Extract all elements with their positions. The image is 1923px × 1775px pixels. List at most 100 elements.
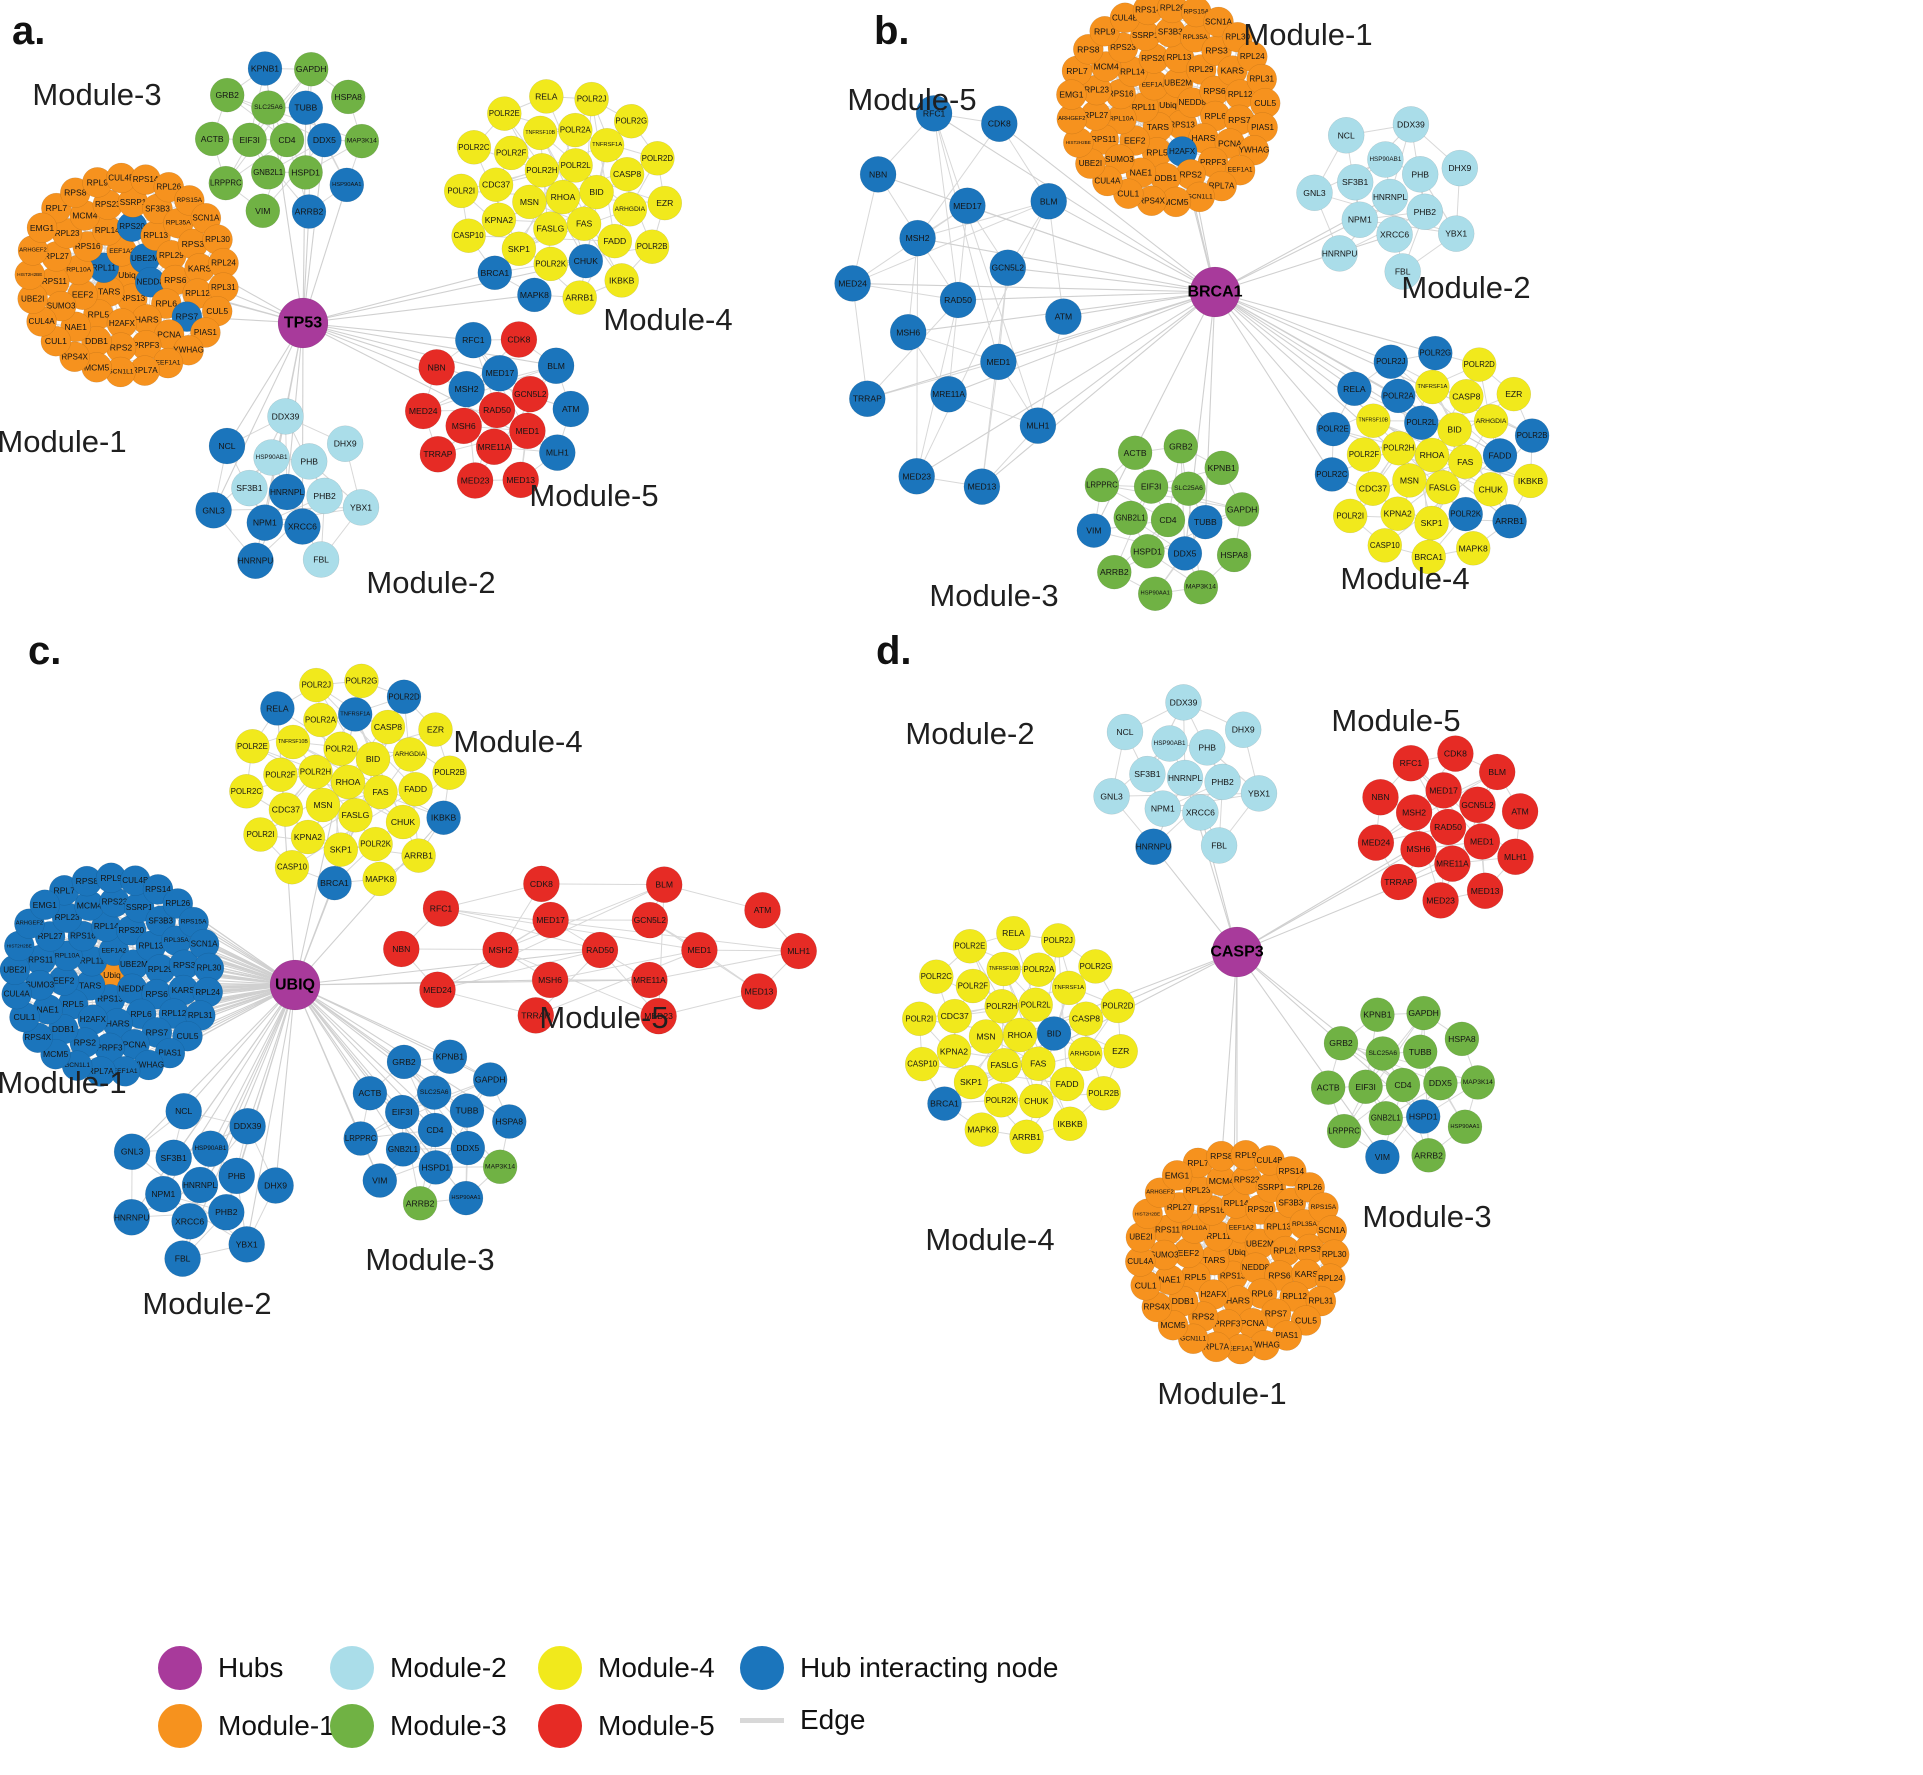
node-POLR2J[interactable]: POLR2J <box>1373 344 1409 379</box>
gene-node-circle[interactable] <box>1332 498 1368 534</box>
node-MSH6[interactable]: MSH6 <box>531 961 569 999</box>
node-TNFRSF10B[interactable]: TNFRSF10B <box>522 115 558 151</box>
gene-node-circle[interactable] <box>330 79 366 115</box>
node-YBX1[interactable]: YBX1 <box>342 489 380 526</box>
node-NBN[interactable]: NBN <box>1362 778 1399 816</box>
gene-node-circle[interactable] <box>1113 500 1148 536</box>
gene-node-circle[interactable] <box>545 179 581 215</box>
gene-node-circle[interactable] <box>1441 149 1479 187</box>
node-GCN5L2[interactable]: GCN5L2 <box>989 249 1027 286</box>
node-DDX5[interactable]: DDX5 <box>307 122 342 158</box>
node-XRCC6[interactable]: XRCC6 <box>284 508 321 545</box>
node-HNRNPL[interactable]: HNRNPL <box>1371 178 1409 216</box>
node-POLR2B[interactable]: POLR2B <box>634 229 670 264</box>
node-ARRB2[interactable]: ARRB2 <box>402 1186 438 1221</box>
node-POLR2H[interactable]: POLR2H <box>524 153 560 188</box>
node-POLR2J[interactable]: POLR2J <box>1040 923 1076 958</box>
node-CASP8[interactable]: CASP8 <box>1068 1001 1104 1036</box>
node-CDC37[interactable]: CDC37 <box>268 792 304 827</box>
node-POLR2K[interactable]: POLR2K <box>1448 496 1483 532</box>
node-IKBKB[interactable]: IKBKB <box>1052 1106 1088 1142</box>
node-FADD[interactable]: FADD <box>1049 1066 1085 1102</box>
node-POLR2K[interactable]: POLR2K <box>983 1083 1019 1118</box>
node-MAPK8[interactable]: MAPK8 <box>517 277 552 313</box>
node-MED23[interactable]: MED23 <box>1422 882 1459 919</box>
gene-node-circle[interactable] <box>194 121 230 157</box>
gene-node-circle[interactable] <box>426 800 461 835</box>
node-POLR2I[interactable]: POLR2I <box>1332 498 1368 534</box>
hub-node-CASP3[interactable]: CASP3 <box>1210 926 1264 978</box>
node-NPM1[interactable]: NPM1 <box>145 1175 182 1213</box>
gene-node-circle[interactable] <box>849 380 886 417</box>
node-POLR2E[interactable]: POLR2E <box>952 928 988 964</box>
node-MED24[interactable]: MED24 <box>404 392 442 430</box>
node-CDK8[interactable]: CDK8 <box>523 865 560 903</box>
node-DHX9[interactable]: DHX9 <box>1441 149 1479 187</box>
node-HSPA8[interactable]: HSPA8 <box>330 79 366 115</box>
gene-node-circle[interactable] <box>229 774 264 809</box>
gene-node-circle[interactable] <box>269 122 305 158</box>
node-MAPK8[interactable]: MAPK8 <box>362 861 397 897</box>
node-POLR2E[interactable]: POLR2E <box>235 729 270 764</box>
node-MED23[interactable]: MED23 <box>898 458 935 495</box>
gene-node-circle[interactable] <box>358 826 393 862</box>
node-GRB2[interactable]: GRB2 <box>1323 1025 1359 1061</box>
gene-node-circle[interactable] <box>1321 235 1358 272</box>
gene-node-circle[interactable] <box>209 77 245 113</box>
gene-node-circle[interactable] <box>290 819 326 855</box>
gene-node-circle[interactable] <box>1327 117 1365 154</box>
gene-node-circle[interactable] <box>1341 201 1379 238</box>
gene-node-circle[interactable] <box>1137 576 1173 611</box>
gene-node-circle[interactable] <box>268 792 304 827</box>
node-BRCA1[interactable]: BRCA1 <box>927 1086 962 1121</box>
gene-node-circle[interactable] <box>889 314 927 351</box>
node-EMG1[interactable]: EMG1 <box>1161 1160 1193 1191</box>
node-NBN[interactable]: NBN <box>418 349 455 386</box>
gene-node-circle[interactable] <box>647 185 683 221</box>
gene-node-circle[interactable] <box>558 148 593 183</box>
node-PHB[interactable]: PHB <box>218 1157 255 1195</box>
node-NCL[interactable]: NCL <box>208 427 246 465</box>
node-EIF3I[interactable]: EIF3I <box>232 122 267 158</box>
node-HNRNPL[interactable]: HNRNPL <box>181 1166 219 1204</box>
gene-node-circle[interactable] <box>1355 471 1391 506</box>
node-MED24[interactable]: MED24 <box>834 265 871 302</box>
gene-node-circle[interactable] <box>231 469 268 507</box>
node-EZR[interactable]: EZR <box>647 185 683 221</box>
node-NEDD8[interactable]: NEDD8 <box>134 266 166 298</box>
gene-node-circle[interactable] <box>612 192 648 227</box>
gene-node-circle[interactable] <box>344 123 380 159</box>
node-GNB2L1[interactable]: GNB2L1 <box>385 1132 421 1167</box>
gene-node-circle[interactable] <box>456 462 494 499</box>
node-CHUK[interactable]: CHUK <box>568 243 604 279</box>
node-HNRNPL[interactable]: HNRNPL <box>1166 759 1204 797</box>
node-EMG1[interactable]: EMG1 <box>1056 79 1087 110</box>
node-MSN[interactable]: MSN <box>305 787 341 823</box>
node-POLR2I[interactable]: POLR2I <box>443 173 479 209</box>
node-TUBB[interactable]: TUBB <box>1402 1034 1438 1070</box>
gene-node-circle[interactable] <box>930 375 967 413</box>
node-HSP90AA1[interactable]: HSP90AA1 <box>448 1180 484 1216</box>
node-GAPDH[interactable]: GAPDH <box>1224 492 1260 527</box>
node-POLR2C[interactable]: POLR2C <box>456 130 492 165</box>
node-HSPD1[interactable]: HSPD1 <box>1405 1099 1441 1134</box>
node-MRE11A[interactable]: MRE11A <box>930 375 967 413</box>
gene-node-circle[interactable] <box>613 103 649 139</box>
node-POLR2J[interactable]: POLR2J <box>574 81 609 117</box>
node-RHOA[interactable]: RHOA <box>330 764 366 800</box>
node-DHX9[interactable]: DHX9 <box>257 1167 294 1204</box>
node-SLC25A6[interactable]: SLC25A6 <box>416 1075 452 1110</box>
node-MED24[interactable]: MED24 <box>1357 824 1395 861</box>
gene-node-circle[interactable] <box>539 434 576 471</box>
gene-node-circle[interactable] <box>299 667 334 703</box>
gene-node-circle[interactable] <box>456 130 492 165</box>
gene-node-circle[interactable] <box>1392 463 1427 498</box>
gene-node-circle[interactable] <box>392 737 428 772</box>
gene-node-circle[interactable] <box>568 243 604 279</box>
node-TRRAP[interactable]: TRRAP <box>849 380 886 417</box>
node-PHB[interactable]: PHB <box>1401 156 1439 193</box>
node-ARHGDIA[interactable]: ARHGDIA <box>1068 1036 1103 1072</box>
gene-node-circle[interactable] <box>247 51 283 86</box>
gene-node-circle[interactable] <box>529 79 564 114</box>
gene-node-circle[interactable] <box>1130 534 1165 569</box>
